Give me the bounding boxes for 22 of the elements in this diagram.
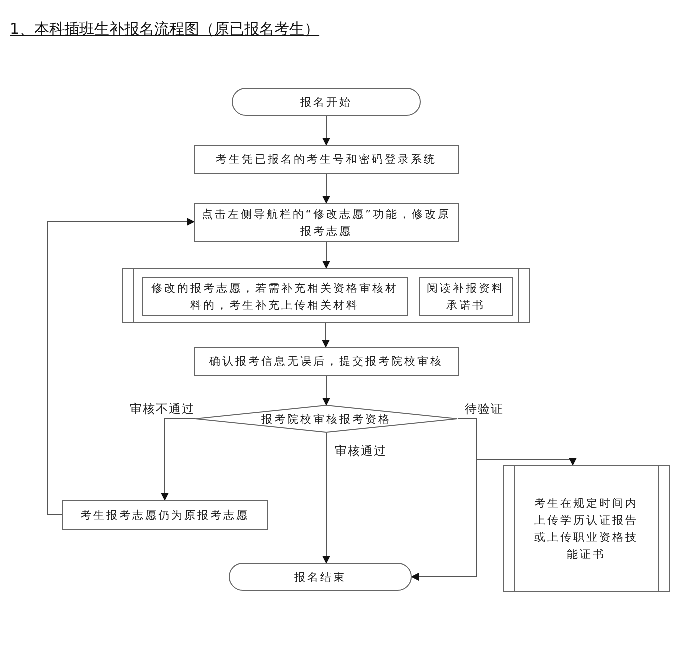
arrow	[322, 116, 330, 146]
process-box: 阅读补报资料承诺书	[419, 277, 513, 316]
arrow	[161, 418, 196, 501]
arrow	[322, 174, 330, 204]
process-box: 考生凭已报名的考生号和密码登录系统	[194, 145, 459, 174]
arrow	[48, 218, 195, 516]
start-terminal: 报名开始	[232, 88, 421, 116]
decision-diamond: 报考院校审核报考资格	[195, 405, 458, 433]
process-box: 点击左侧导航栏的“修改志愿”功能，修改原报考志愿	[194, 203, 459, 242]
end-terminal: 报名结束	[229, 563, 412, 591]
arrow	[322, 242, 330, 269]
edge-label: 待验证	[463, 401, 506, 418]
predefined-process-box: 考生在规定时间内上传学历认证报告或上传职业资格技能证书	[503, 465, 670, 592]
arrow	[322, 376, 330, 406]
predefined-process-box	[122, 268, 530, 323]
arrow	[411, 418, 478, 581]
arrow	[322, 432, 330, 564]
process-box: 确认报考信息无误后，提交报考院校审核	[194, 347, 459, 376]
title: 1、本科插班生补报名流程图（原已报名考生）	[10, 20, 320, 39]
arrow	[322, 322, 330, 348]
process-box: 考生报考志愿仍为原报考志愿	[62, 500, 268, 530]
process-box: 修改的报考志愿，若需补充相关资格审核材料的，考生补充上传相关材料	[142, 277, 408, 316]
